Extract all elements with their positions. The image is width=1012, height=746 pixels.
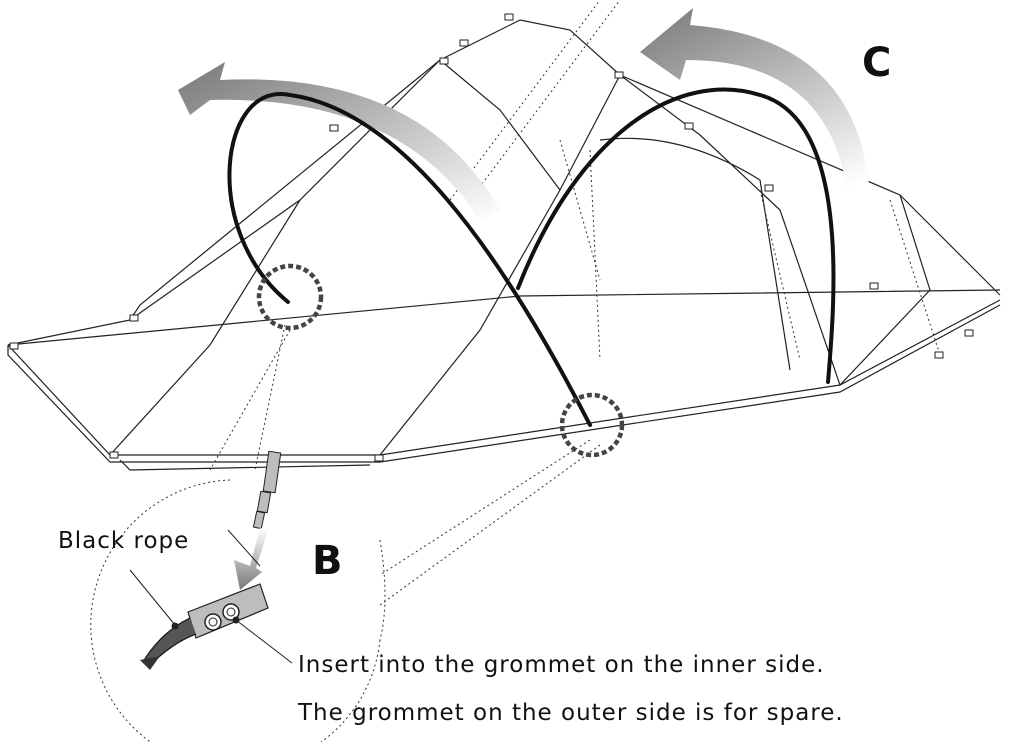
grommet-icon (204, 613, 222, 631)
down-arrow-icon (234, 528, 268, 590)
step-b-label: B (312, 538, 343, 584)
step-c-label: C (862, 40, 892, 86)
grommet-icon (222, 603, 240, 621)
tent-outline (7, 19, 1001, 471)
dotted-guides (90, 0, 941, 746)
note-line-2: The grommet on the outer side is for spa… (298, 700, 844, 726)
grommet-highlight-left (256, 263, 324, 331)
strap-detail (140, 583, 269, 670)
pole-clips (9, 13, 974, 462)
curved-arrow-icon (178, 62, 500, 220)
black-poles (227, 87, 836, 427)
rope-label: Black rope (58, 528, 190, 554)
grommet-highlight-right (559, 392, 625, 458)
note-line-1: Insert into the grommet on the inner sid… (298, 652, 825, 678)
curved-arrow-icon (640, 8, 871, 235)
zoom-strap-shaft (252, 450, 282, 530)
leader-lines (129, 529, 293, 664)
